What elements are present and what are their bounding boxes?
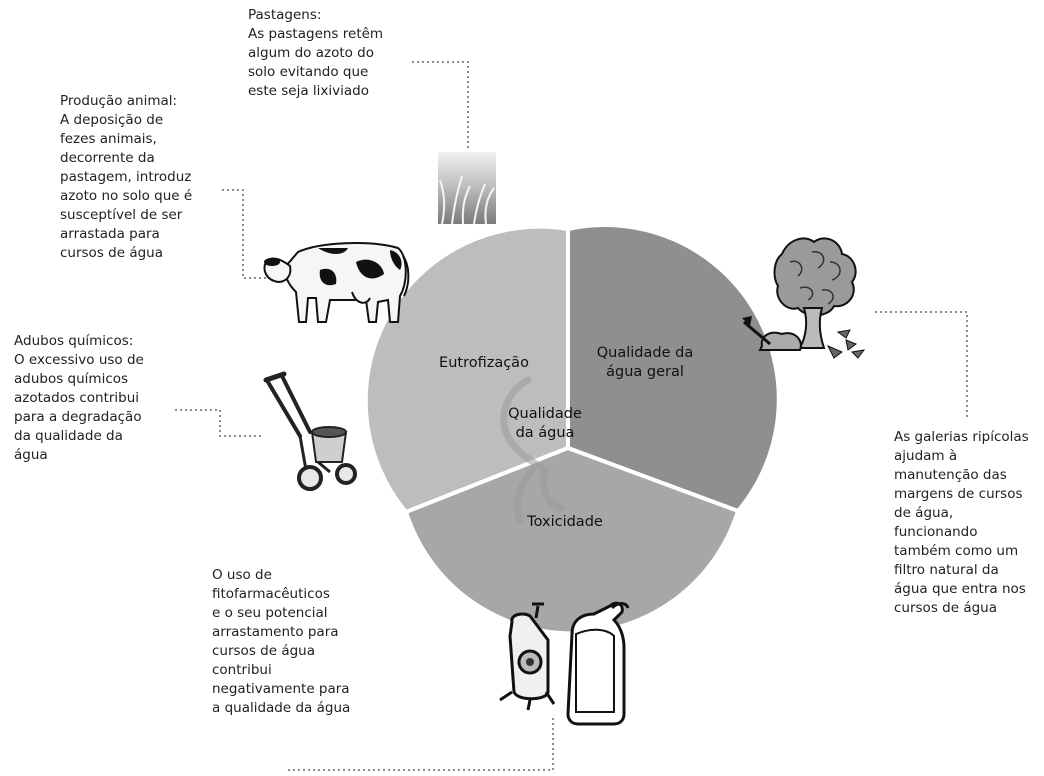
- note-fitofarmaceuticos: O uso de fitofarmacêuticos e o seu poten…: [212, 566, 350, 718]
- note-pastagens: Pastagens: As pastagens retêm algum do a…: [248, 6, 383, 101]
- note-galerias-ripicolas: As galerias ripícolas ajudam à manutençã…: [894, 428, 1029, 618]
- note-producao-text: A deposição de fezes animais, decorrente…: [60, 112, 193, 261]
- canister-icon: [566, 601, 630, 726]
- note-producao-animal: Produção animal: A deposição de fezes an…: [60, 92, 192, 263]
- note-adubos-quimicos: Adubos químicos: O excessivo uso de adub…: [14, 332, 144, 465]
- sprayer-icon: [499, 602, 556, 711]
- center-label-line1: Qualidade: [508, 406, 582, 422]
- center-label-line2: da água: [516, 425, 575, 441]
- segment-qualidade-geral[interactable]: [566, 223, 781, 514]
- note-galerias-text: As galerias ripícolas ajudam à manutençã…: [894, 429, 1029, 616]
- grass-icon: [438, 152, 496, 225]
- note-adubos-text: O excessivo uso de adubos químicos azota…: [14, 352, 144, 463]
- tree-stump-icon: [742, 237, 866, 359]
- label-toxicidade: Toxicidade: [526, 514, 603, 530]
- note-fito-text: O uso de fitofarmacêuticos e o seu poten…: [212, 567, 351, 716]
- label-eutrofizacao: Eutrofização: [439, 355, 529, 371]
- label-qualidade-geral-line2: água geral: [606, 364, 684, 380]
- connector-fito: [288, 716, 554, 771]
- cow-icon: [263, 242, 410, 323]
- pie-chart: Eutrofização Qualidade da água geral Tox…: [363, 223, 781, 636]
- note-adubos-title: Adubos químicos:: [14, 333, 134, 349]
- connector-pastagens: [412, 61, 469, 150]
- connector-galerias: [875, 311, 968, 418]
- note-pastagens-title: Pastagens:: [248, 7, 322, 23]
- connector-lines: [175, 61, 968, 771]
- note-pastagens-text: As pastagens retêm algum do azoto do sol…: [248, 26, 384, 99]
- fertilizer-spreader-icon: [263, 371, 357, 491]
- connector-adubos: [175, 409, 262, 437]
- connector-producao: [222, 189, 268, 279]
- label-qualidade-geral-line1: Qualidade da: [597, 345, 693, 361]
- note-producao-title: Produção animal:: [60, 93, 178, 109]
- ribbon-icon: [500, 376, 566, 524]
